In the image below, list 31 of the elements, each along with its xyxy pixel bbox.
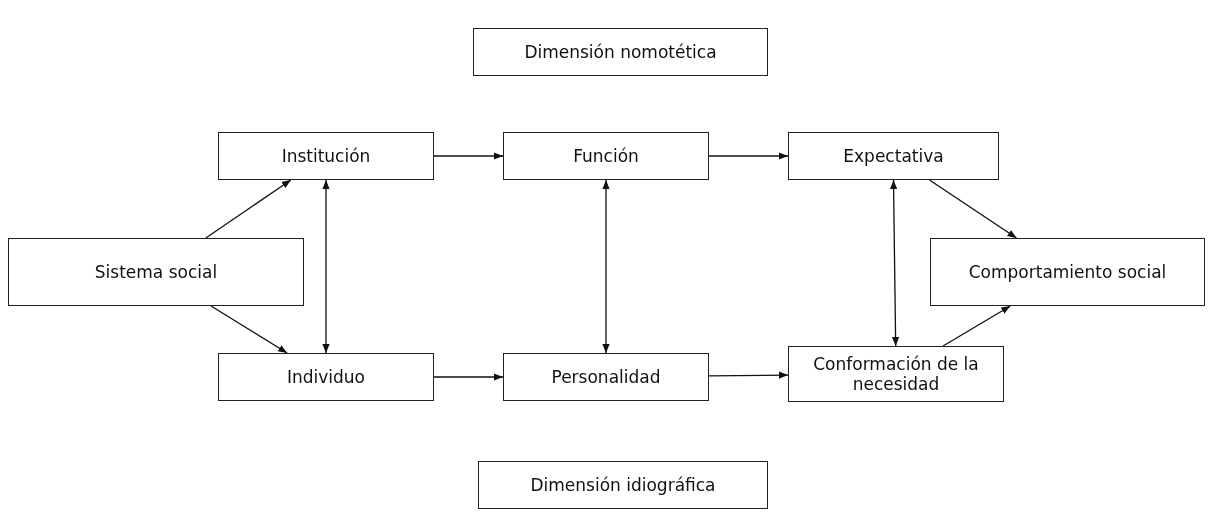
box-label: Función bbox=[573, 145, 639, 167]
arrow bbox=[210, 305, 288, 354]
label-box bbox=[8, 238, 304, 306]
box-label: Conformación de la necesidad bbox=[812, 353, 980, 395]
box-label: Comportamiento social bbox=[968, 261, 1167, 283]
box-label: Personalidad bbox=[551, 366, 661, 388]
arrow bbox=[433, 373, 504, 381]
arrow bbox=[890, 179, 900, 347]
box-label: Individuo bbox=[286, 366, 366, 388]
box-label: Dimensión idiográfica bbox=[530, 474, 716, 496]
box-label: Dimensión nomotética bbox=[524, 41, 717, 63]
label-box bbox=[788, 346, 1004, 402]
label-box bbox=[218, 353, 434, 401]
arrow bbox=[433, 152, 504, 160]
box-label: Expectativa bbox=[843, 145, 944, 167]
label-box bbox=[930, 238, 1205, 306]
arrow bbox=[602, 179, 610, 354]
box-label: Sistema social bbox=[94, 261, 218, 283]
arrow bbox=[205, 179, 292, 239]
arrow bbox=[928, 179, 1018, 239]
label-box bbox=[503, 132, 709, 180]
arrow bbox=[708, 152, 789, 160]
arrow bbox=[322, 179, 330, 354]
box-label: Institución bbox=[281, 145, 371, 167]
arrow bbox=[708, 371, 789, 379]
arrow bbox=[942, 305, 1011, 347]
label-box bbox=[788, 132, 999, 180]
label-box bbox=[473, 28, 768, 76]
label-box bbox=[478, 461, 768, 509]
label-box bbox=[218, 132, 434, 180]
label-box bbox=[503, 353, 709, 401]
